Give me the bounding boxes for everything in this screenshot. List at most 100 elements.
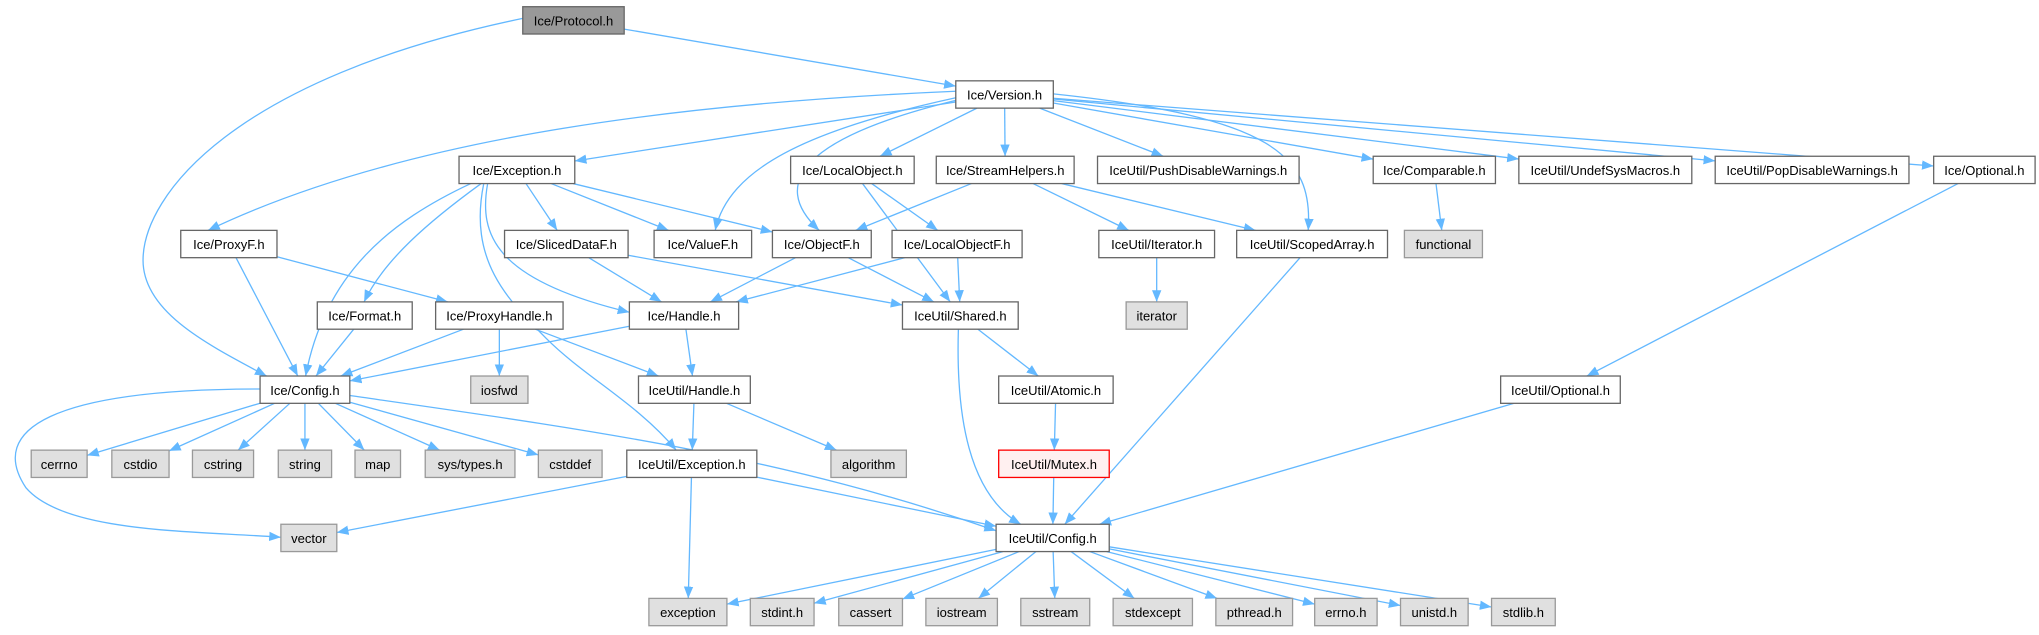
node-box <box>1215 597 1294 627</box>
node-sliceddataf[interactable]: Ice/SlicedDataF.h <box>503 229 629 259</box>
edge-streamhelpers-to-iterator_h <box>1032 182 1130 231</box>
node-iterator: iterator <box>1125 301 1188 330</box>
node-shared[interactable]: IceUtil/Shared.h <box>901 301 1019 330</box>
node-label: IceUtil/PopDisableWarnings.h <box>1726 163 1897 178</box>
edge-sliceddataf-to-shared <box>627 254 903 308</box>
node-scopedarray[interactable]: IceUtil/ScopedArray.h <box>1236 229 1389 259</box>
node-proxyf[interactable]: Ice/ProxyF.h <box>180 229 278 259</box>
node-iterator_h[interactable]: IceUtil/Iterator.h <box>1098 229 1216 259</box>
edge-utilconfig-to-cassert <box>902 550 1020 600</box>
node-optional[interactable]: Ice/Optional.h <box>1933 155 2036 185</box>
edge-shared-to-utilconfig <box>957 329 1022 525</box>
node-functional: functional <box>1403 229 1484 259</box>
edge-localobjectf-to-shared <box>954 257 964 302</box>
node-label: IceUtil/Exception.h <box>638 457 746 472</box>
node-sstream: sstream <box>1020 597 1091 627</box>
node-box <box>424 449 516 479</box>
node-localobject[interactable]: Ice/LocalObject.h <box>789 155 915 185</box>
edge-proxyf-to-config <box>235 257 299 377</box>
edge-utilexception-to-utilconfig <box>756 476 997 529</box>
node-box <box>995 523 1110 553</box>
edge-config-to-cerrno <box>86 402 261 457</box>
node-label: stdint.h <box>761 605 803 620</box>
node-box <box>30 449 88 479</box>
node-box <box>998 449 1110 479</box>
node-box <box>180 229 278 259</box>
node-box <box>259 375 351 404</box>
edge-localobjectf-to-handle <box>735 257 906 304</box>
node-config[interactable]: Ice/Config.h <box>259 375 351 404</box>
node-protocol[interactable]: Ice/Protocol.h <box>522 6 625 35</box>
node-stdint: stdint.h <box>749 597 815 627</box>
node-label: IceUtil/Handle.h <box>649 383 741 398</box>
node-label: vector <box>291 531 327 546</box>
edge-exception-to-utilexception <box>479 183 677 451</box>
node-label: Ice/ProxyF.h <box>193 237 265 252</box>
edge-atomic-to-mutex <box>1049 403 1060 451</box>
node-box <box>789 155 915 185</box>
node-pushdisable[interactable]: IceUtil/PushDisableWarnings.h <box>1096 155 1300 185</box>
edge-utilconfig-to-stdlib <box>1109 546 1492 610</box>
node-label: cassert <box>850 605 892 620</box>
node-systypes: sys/types.h <box>424 449 516 479</box>
edge-config-to-cstddef <box>349 401 539 457</box>
node-proxyhandle[interactable]: Ice/ProxyHandle.h <box>434 301 564 330</box>
node-box <box>316 301 413 330</box>
node-exception[interactable]: Ice/Exception.h <box>458 155 576 185</box>
edge-exception-to-valuef <box>550 182 669 231</box>
node-handle[interactable]: Ice/Handle.h <box>628 301 740 330</box>
node-label: Ice/ProxyHandle.h <box>446 309 552 324</box>
node-cstdio: cstdio <box>111 449 170 479</box>
node-box <box>653 229 753 259</box>
node-streamhelpers[interactable]: Ice/StreamHelpers.h <box>935 155 1075 185</box>
edge-version-to-popdisable <box>1053 98 1716 165</box>
node-label: string <box>289 457 321 472</box>
node-popdisable[interactable]: IceUtil/PopDisableWarnings.h <box>1714 155 1910 185</box>
node-label: cerrno <box>41 457 78 472</box>
edge-version-to-exception <box>574 101 956 164</box>
edge-scopedarray-to-utilconfig <box>1064 257 1301 525</box>
node-cerrno: cerrno <box>30 449 88 479</box>
edges <box>14 17 1959 610</box>
node-comparable[interactable]: Ice/Comparable.h <box>1372 155 1497 185</box>
edge-mutex-to-utilconfig <box>1048 477 1058 525</box>
node-label: algorithm <box>842 457 895 472</box>
node-mutex[interactable]: IceUtil/Mutex.h <box>998 449 1110 479</box>
node-label: cstdio <box>123 457 157 472</box>
node-label: stdlib.h <box>1503 605 1544 620</box>
node-label: Ice/Config.h <box>270 383 339 398</box>
node-label: exception <box>660 605 716 620</box>
node-box <box>1125 301 1188 330</box>
node-box <box>458 155 576 185</box>
edge-utilconfig-to-sstream <box>1049 551 1060 599</box>
edge-optional-to-utiloptional <box>1586 182 1959 377</box>
node-label: stdexcept <box>1125 605 1181 620</box>
node-objectf[interactable]: Ice/ObjectF.h <box>771 229 872 259</box>
node-box <box>998 375 1114 404</box>
node-label: IceUtil/PushDisableWarnings.h <box>1109 163 1287 178</box>
node-box <box>1236 229 1389 259</box>
edge-utiloptional-to-utilconfig <box>1099 402 1514 526</box>
node-valuef[interactable]: Ice/ValueF.h <box>653 229 753 259</box>
node-box <box>935 155 1075 185</box>
edge-utilconfig-to-exception_std <box>726 548 997 607</box>
node-undefsys[interactable]: IceUtil/UndefSysMacros.h <box>1518 155 1693 185</box>
edge-version-to-pushdisable <box>1039 107 1164 157</box>
node-box <box>537 449 603 479</box>
node-version[interactable]: Ice/Version.h <box>955 80 1054 109</box>
node-label: Ice/LocalObjectF.h <box>904 237 1011 252</box>
node-utilconfig[interactable]: IceUtil/Config.h <box>995 523 1110 553</box>
node-localobjectf[interactable]: Ice/LocalObjectF.h <box>891 229 1023 259</box>
node-utilhandle[interactable]: IceUtil/Handle.h <box>637 375 751 404</box>
node-label: IceUtil/UndefSysMacros.h <box>1531 163 1681 178</box>
node-label: iostream <box>937 605 987 620</box>
node-label: sys/types.h <box>438 457 503 472</box>
node-utilexception[interactable]: IceUtil/Exception.h <box>626 449 758 479</box>
edge-config-to-map <box>317 402 365 451</box>
node-utiloptional[interactable]: IceUtil/Optional.h <box>1499 375 1621 404</box>
edge-shared-to-atomic <box>977 328 1039 377</box>
node-format[interactable]: Ice/Format.h <box>316 301 413 330</box>
edge-utilhandle-to-utilexception <box>688 403 698 451</box>
node-atomic[interactable]: IceUtil/Atomic.h <box>998 375 1114 404</box>
